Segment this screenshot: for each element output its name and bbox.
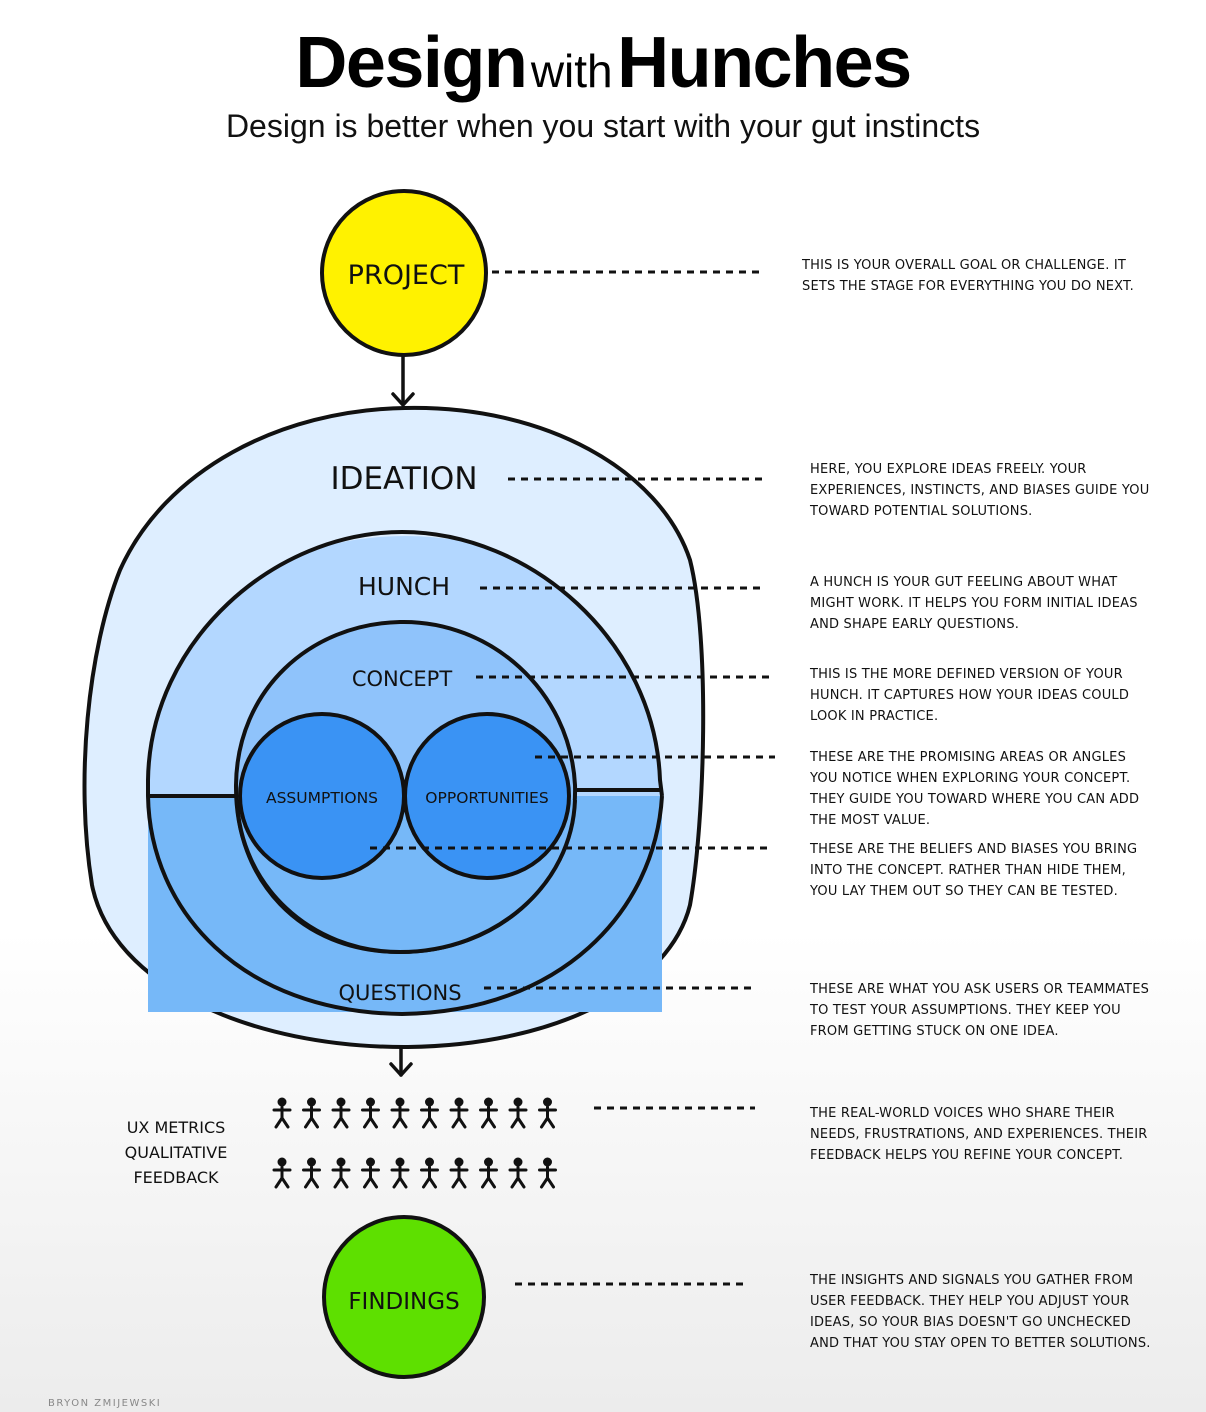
- person-icon: [331, 1096, 351, 1129]
- person-icon: [449, 1096, 469, 1129]
- project-label: PROJECT: [348, 260, 465, 291]
- title-part-design: Design: [295, 23, 528, 103]
- person-icon: [508, 1096, 528, 1129]
- person-icon: [479, 1156, 498, 1189]
- hunch-arch: [146, 529, 664, 797]
- ideation-label: IDEATION: [330, 461, 477, 497]
- desc-ideation: Here, you explore ideas freely. Your exp…: [810, 462, 1150, 519]
- questions-label: QUESTIONS: [338, 981, 461, 1005]
- findings-label: FINDINGS: [348, 1289, 459, 1315]
- concept-label: CONCEPT: [352, 667, 452, 691]
- desc-hunch: A hunch is your gut feeling about what m…: [810, 575, 1138, 632]
- dotted-connectors: [370, 270, 775, 1286]
- person-icon: [538, 1156, 557, 1189]
- person-icon: [272, 1096, 292, 1129]
- person-icon: [390, 1156, 410, 1189]
- person-icon: [449, 1156, 469, 1189]
- person-icon: [538, 1096, 557, 1129]
- opportunities-label: OPPORTUNITIES: [425, 789, 548, 807]
- people-figures: [272, 1096, 557, 1189]
- qualitative-label: QUALITATIVE: [125, 1143, 228, 1162]
- desc-feedback: The real-world voices who share their ne…: [810, 1106, 1148, 1163]
- hunch-lower-bowl: [146, 795, 664, 1017]
- findings-circle: [322, 1215, 486, 1379]
- person-icon: [331, 1156, 351, 1189]
- opportunities-circle: [403, 712, 571, 880]
- person-icon: [302, 1156, 321, 1189]
- author-signature: BRYON ZMIJEWSKI: [48, 1398, 162, 1409]
- title-part-hunches: Hunches: [617, 23, 912, 103]
- desc-opportunities: These are the promising areas or angles …: [810, 750, 1140, 828]
- title-part-with: with: [530, 45, 613, 97]
- assumptions-label: ASSUMPTIONS: [266, 789, 378, 807]
- page-title: Design with Hunches: [0, 22, 1206, 104]
- desc-findings: The insights and signals you gather from…: [810, 1273, 1151, 1351]
- page-subtitle: Design is better when you start with you…: [225, 108, 981, 144]
- person-icon: [508, 1156, 528, 1189]
- person-icon: [420, 1156, 439, 1189]
- person-icon: [420, 1096, 439, 1129]
- arrow-questions-to-feedback: [389, 1046, 413, 1077]
- desc-concept: This is the more defined version of your…: [810, 667, 1130, 724]
- ux-metrics-label: UX METRICS: [127, 1118, 226, 1137]
- person-icon: [390, 1096, 410, 1129]
- desc-questions: These are what you ask users or teammate…: [810, 982, 1150, 1039]
- person-icon: [479, 1096, 498, 1129]
- desc-project: This is your overall goal or challenge. …: [802, 258, 1134, 294]
- person-icon: [272, 1156, 292, 1189]
- person-icon: [302, 1096, 321, 1129]
- desc-assumptions: These are the beliefs and biases you bri…: [810, 842, 1138, 899]
- person-icon: [361, 1096, 380, 1129]
- feedback-label: FEEDBACK: [133, 1168, 219, 1187]
- hunch-label: HUNCH: [358, 572, 450, 601]
- person-icon: [361, 1156, 380, 1189]
- arrow-project-to-ideation: [391, 354, 415, 407]
